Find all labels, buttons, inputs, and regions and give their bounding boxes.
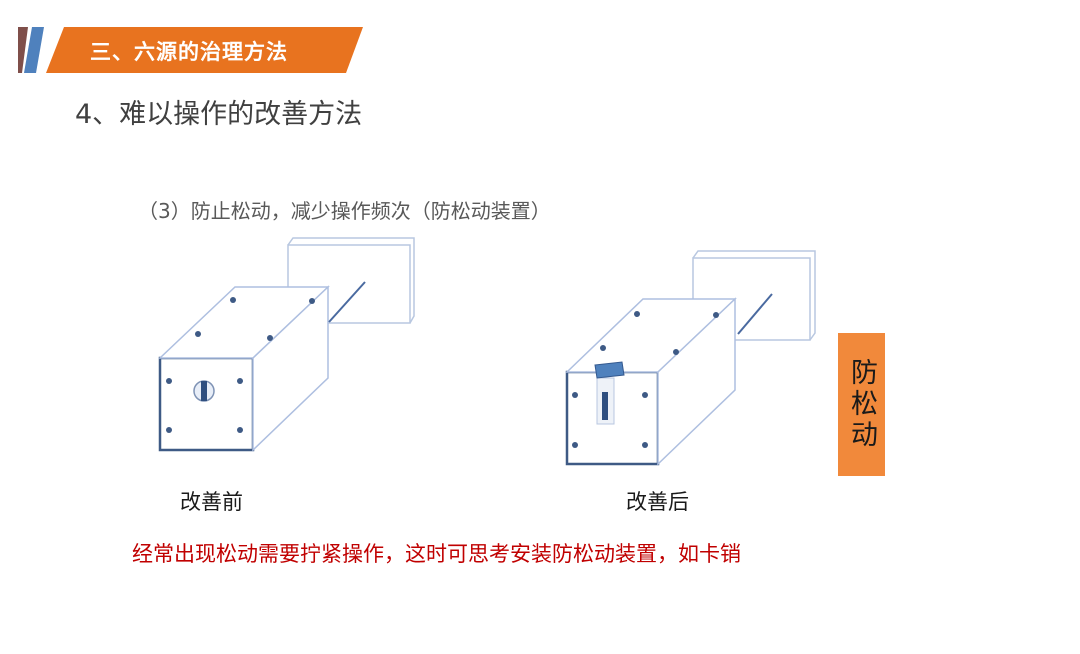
mounting-rod: [328, 281, 366, 323]
anti-loosening-badge: 防松动: [838, 333, 885, 476]
screw-dot: [267, 335, 273, 341]
screw-dot: [230, 297, 236, 303]
device-after: [565, 250, 816, 466]
badge-text: 防松动: [846, 358, 877, 451]
wall-plate-edge: [692, 250, 816, 341]
device-before: [158, 237, 415, 452]
footer-note: 经常出现松动需要拧紧操作，这时可思考安装防松动装置，如卡销: [132, 542, 741, 566]
screw-dot: [309, 298, 315, 304]
section-title: 三、六源的治理方法: [90, 40, 288, 64]
screw-dot: [195, 331, 201, 337]
box-front-face: [158, 356, 255, 452]
screw-dot: [237, 378, 243, 384]
screw-dot: [166, 378, 172, 384]
screw-dot: [673, 349, 679, 355]
banner-stripe-blue: [24, 27, 44, 73]
banner-bar: [46, 27, 363, 73]
wall-plate-edge: [287, 237, 415, 324]
knob-slot-icon: [201, 381, 207, 401]
section-banner: 三、六源的治理方法: [18, 27, 368, 73]
box-side-face: [252, 285, 329, 452]
box-side-face: [657, 297, 736, 466]
page-subtitle: 4、难以操作的改善方法: [75, 99, 363, 130]
screw-dot: [642, 442, 648, 448]
screw-dot: [713, 312, 719, 318]
after-label: 改善后: [626, 490, 689, 514]
screw-dot: [634, 311, 640, 317]
lock-pin-icon: [602, 392, 608, 420]
before-label: 改善前: [180, 490, 243, 514]
figure-caption: （3）防止松动，减少操作频次（防松动装置）: [138, 199, 551, 223]
screw-dot: [642, 392, 648, 398]
screw-dot: [166, 427, 172, 433]
banner-shape: [18, 27, 363, 73]
screw-dot: [600, 345, 606, 351]
banner-stripe-dark: [18, 27, 28, 73]
screw-dot: [572, 392, 578, 398]
screw-dot: [237, 427, 243, 433]
screw-dot: [572, 442, 578, 448]
mounting-rod: [737, 293, 773, 335]
lock-cap-icon: [594, 361, 625, 379]
